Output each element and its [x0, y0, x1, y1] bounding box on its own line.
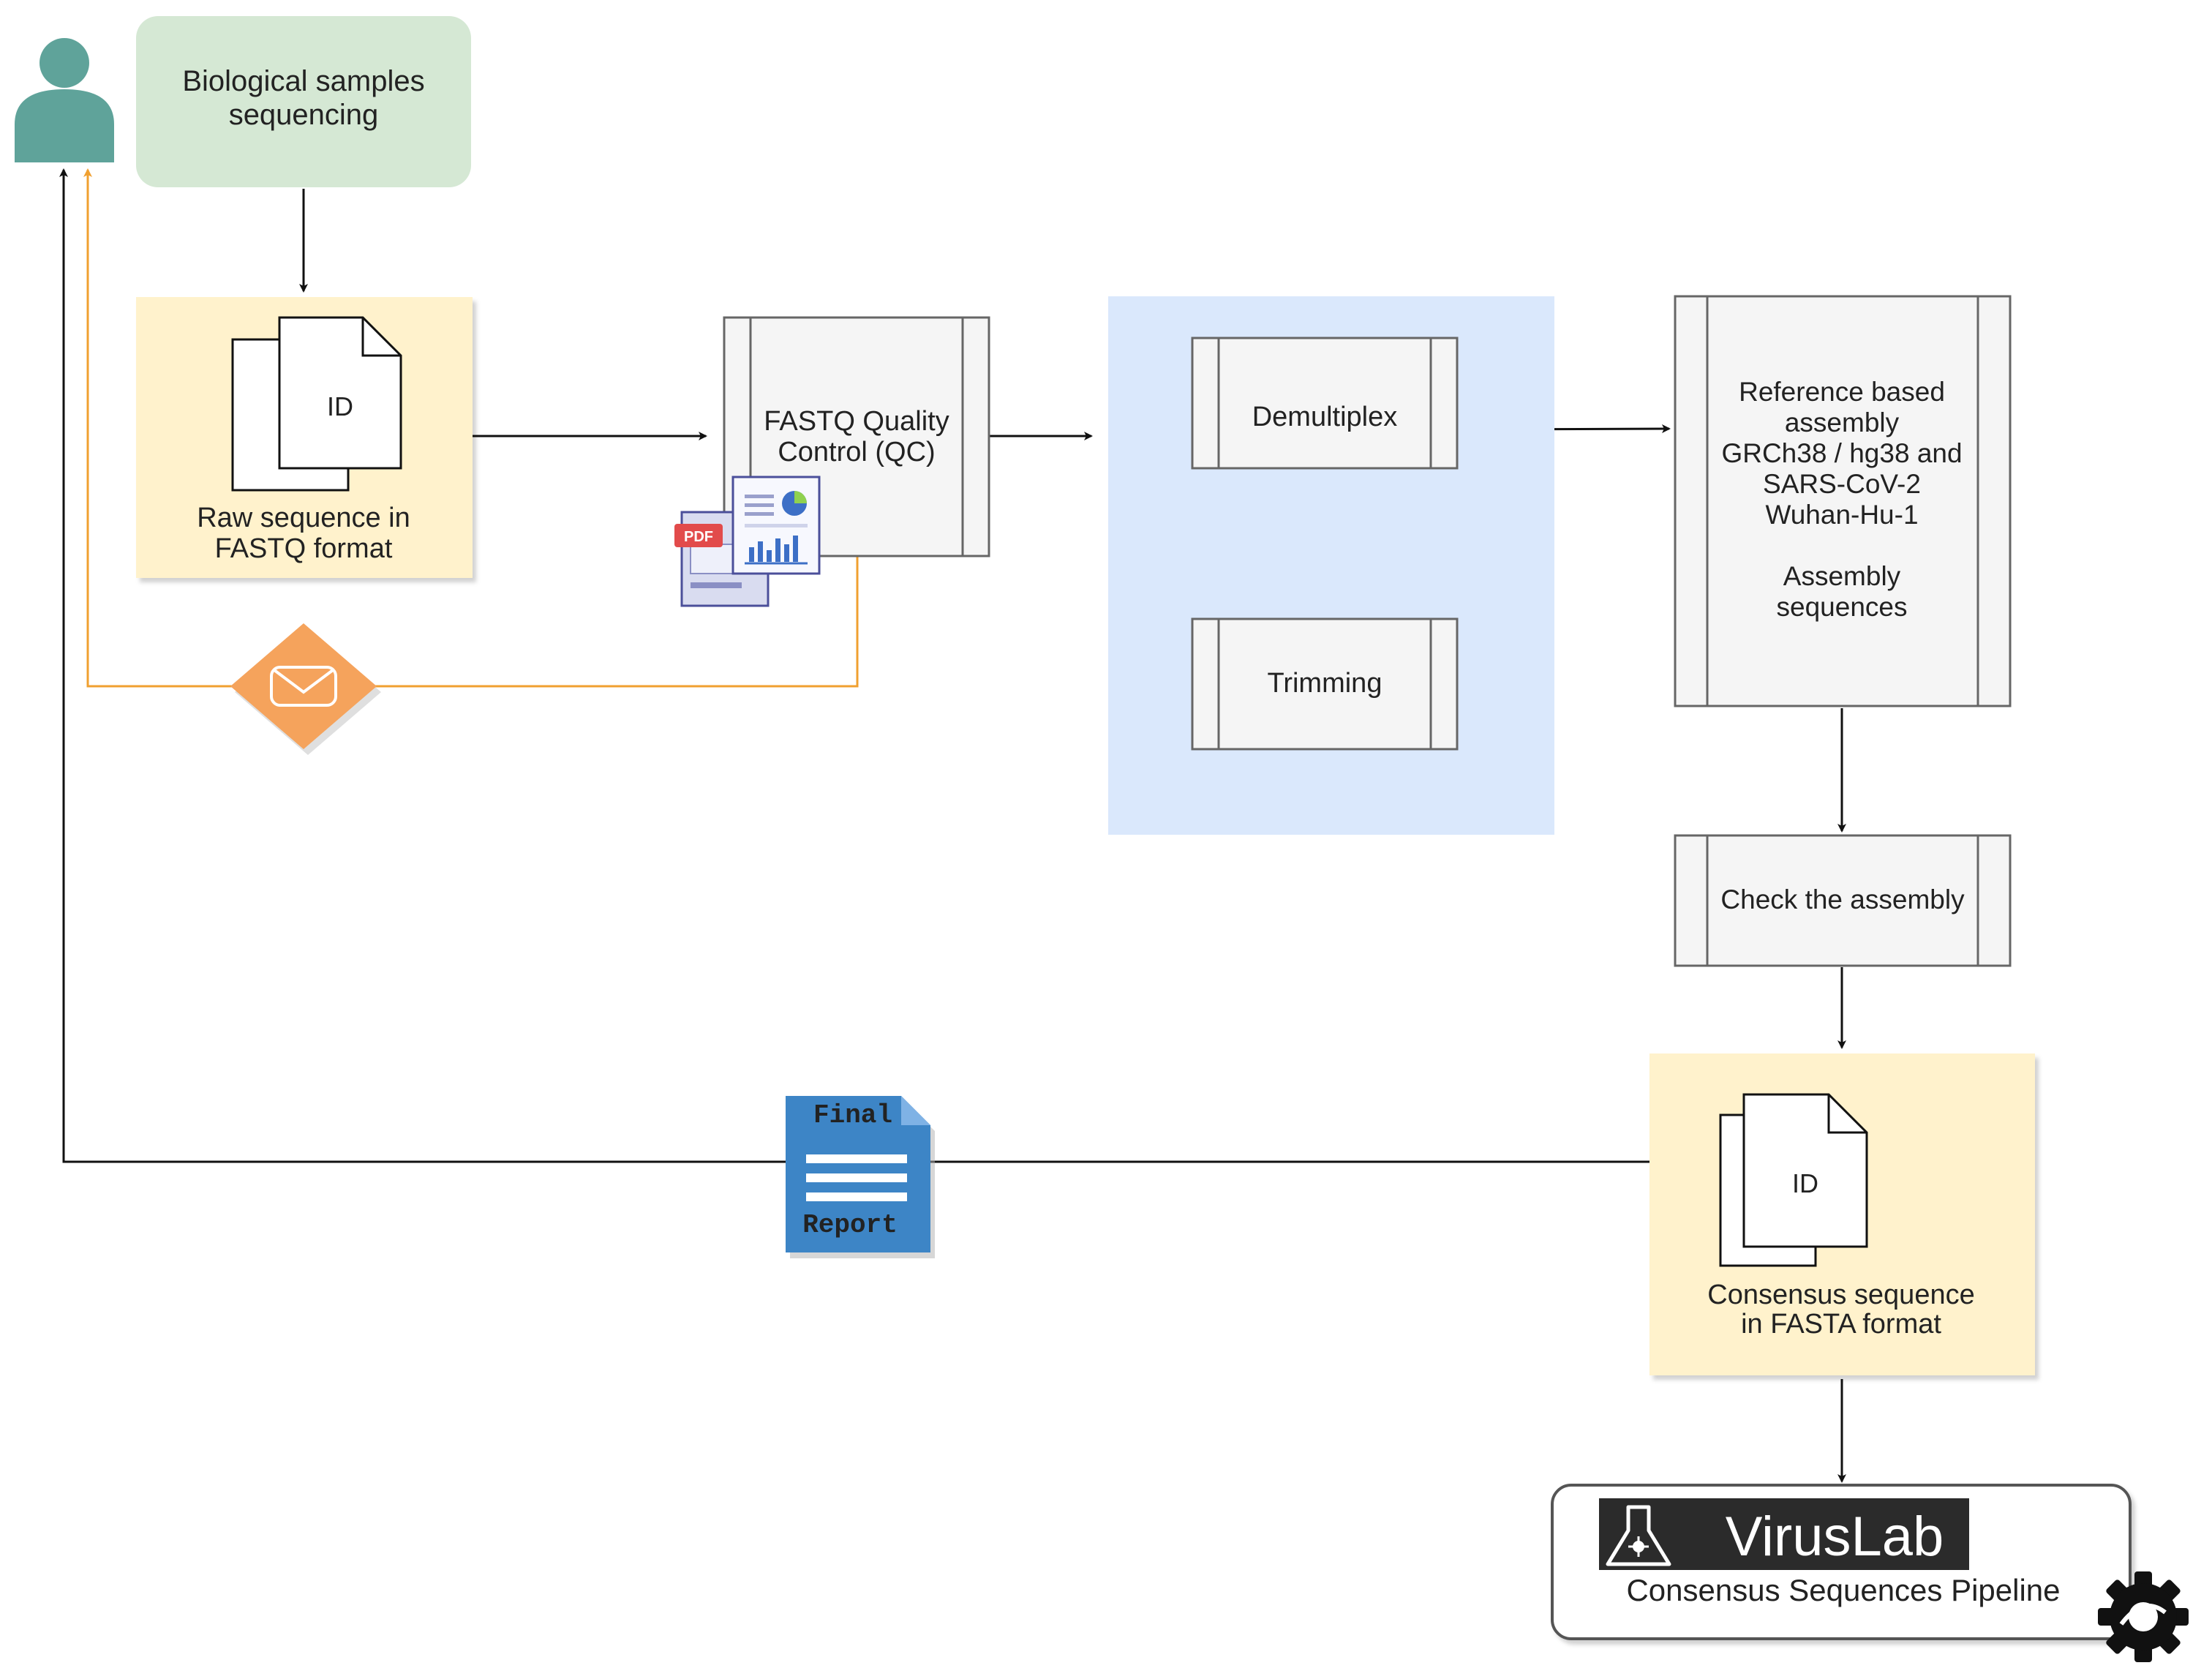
edge-final-report-to-user — [59, 168, 1649, 1163]
node-label-line-1: FASTQ Quality — [764, 406, 949, 437]
node-label-line-8: sequences — [1777, 592, 1908, 622]
node-final-report: Final Report — [786, 1096, 935, 1258]
document-stack-icon — [1719, 1093, 1868, 1267]
viruslab-title: VirusLab — [1726, 1506, 1944, 1568]
node-label-line-1: Raw sequence in — [197, 503, 410, 533]
node-biological-samples: Biological samples sequencing — [136, 16, 471, 187]
node-label-line-5: Wuhan-Hu-1 — [1765, 500, 1918, 530]
node-label-line-2: Control (QC) — [778, 437, 935, 467]
node-box — [136, 16, 471, 187]
node-label-line-2: in FASTA format — [1741, 1309, 1941, 1340]
user-icon — [15, 38, 114, 162]
pdf-badge-label: PDF — [684, 529, 713, 545]
node-label-line-3: GRCh38 / hg38 and — [1721, 438, 1962, 468]
node-raw-sequence-fastq: ID Raw sequence in FASTQ format — [136, 297, 473, 578]
viruslab-subtitle: Consensus Sequences Pipeline — [1626, 1573, 2060, 1607]
report-label-bottom: Report — [802, 1210, 898, 1240]
document-stack-icon — [231, 316, 402, 492]
node-check-assembly: Check the assembly — [1674, 834, 2012, 967]
node-box — [1191, 337, 1459, 470]
node-label-line-1: Consensus sequence — [1707, 1280, 1974, 1310]
chart-document-icon: PDF — [674, 476, 821, 607]
report-label-top: Final — [813, 1100, 892, 1130]
viruslab-logo-bg — [1599, 1498, 1969, 1570]
node-label-line-2: FASTQ format — [215, 533, 393, 564]
node-label-line-1: Biological samples — [182, 65, 424, 97]
edge-qc-feedback-to-user — [83, 168, 859, 688]
node-label-line-2: sequencing — [229, 99, 379, 131]
node-label-line-7: Assembly — [1783, 561, 1901, 591]
node-box — [1191, 617, 1459, 751]
document-id-label: ID — [327, 391, 353, 421]
envelope-icon — [230, 623, 381, 755]
node-box — [1674, 295, 2012, 707]
node-viruslab-pipeline: VirusLab Consensus Sequences Pipeline — [1551, 1484, 2189, 1662]
node-trimming: Trimming — [1191, 617, 1459, 751]
node-label-line-2: assembly — [1785, 407, 1900, 437]
node-label: Check the assembly — [1720, 884, 1965, 914]
flask-icon — [1606, 1505, 1671, 1566]
gear-icon — [2098, 1571, 2189, 1662]
node-label-line-1: Reference based — [1739, 377, 1945, 407]
node-demultiplex: Demultiplex — [1191, 337, 1459, 470]
node-reference-assembly: Reference based assembly GRCh38 / hg38 a… — [1674, 295, 2012, 707]
node-label-line-4: SARS-CoV-2 — [1763, 469, 1921, 499]
node-consensus-fasta: ID Consensus sequence in FASTA format — [1649, 1053, 2035, 1375]
node-label: Demultiplex — [1252, 402, 1398, 432]
node-box — [1674, 834, 2012, 967]
document-id-label: ID — [1792, 1168, 1818, 1198]
node-label: Trimming — [1268, 668, 1382, 699]
